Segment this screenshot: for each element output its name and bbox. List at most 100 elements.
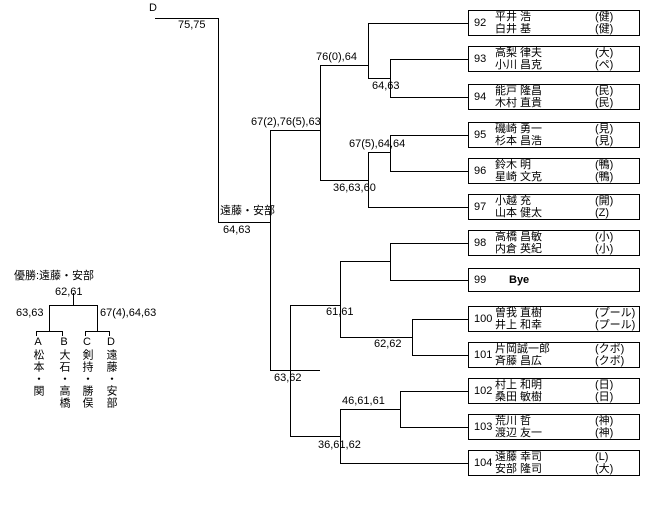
connector-line-v	[85, 331, 86, 336]
connector-line-v	[62, 331, 63, 336]
entry-number: 97	[474, 201, 487, 213]
player-row: 内倉 英紀(小)	[495, 243, 639, 255]
player-affiliation: (見)	[595, 135, 614, 147]
score-r1-100-101: 62,62	[374, 338, 402, 350]
connector-line-h	[340, 409, 400, 410]
player-row: 遠藤 幸司(L)	[495, 451, 639, 463]
player-name: 杉本 昌浩	[495, 135, 543, 147]
player-affiliation: (プール)	[595, 307, 636, 319]
player-name: 井上 和幸	[495, 319, 543, 331]
connector-line-h	[368, 23, 468, 24]
player-affiliation: (民)	[595, 85, 614, 97]
player-row: 小川 昌克 (ペ)	[495, 59, 639, 71]
summary-left-semi-score: 63,63	[16, 307, 44, 319]
connector-line-h	[368, 207, 468, 208]
player-affiliation: (クボ)	[595, 343, 625, 355]
summary-team-A: A松本・関	[32, 336, 44, 397]
player-name: 荒川 哲	[495, 415, 532, 427]
connector-line-h	[320, 180, 368, 181]
player-name: 斉藤 昌広	[495, 355, 543, 367]
player-affiliation: (ペ)	[595, 59, 614, 71]
connector-line-v	[368, 23, 369, 79]
player-name: 小川 昌克	[495, 59, 543, 71]
player-affiliation: (プール)	[595, 319, 636, 331]
player-row: 杉本 昌浩 (見)	[495, 135, 639, 147]
player-affiliation: (Z)	[595, 207, 610, 219]
player-name: 小越 充	[495, 195, 532, 207]
entry-body: 鈴木 明 (鴨)星崎 文克(鴨)	[495, 159, 639, 183]
player-row: 高橋 昌敏(小)	[495, 231, 639, 243]
player-affiliation: (小)	[595, 243, 614, 255]
entry-body: 小越 充 (開) 山本 健太 (Z)	[495, 195, 639, 219]
connector-line-h	[400, 391, 468, 392]
connector-line-h	[368, 78, 390, 79]
player-affiliation: (神)	[595, 415, 614, 427]
player-affiliation: (開)	[595, 195, 614, 207]
player-name: 白井 基	[495, 23, 532, 35]
player-affiliation: (健)	[595, 23, 614, 35]
player-row: 白井 基 (健)	[495, 23, 639, 35]
connector-line-h	[390, 135, 468, 136]
player-affiliation: (見)	[595, 123, 614, 135]
score-r1-102-103: 46,61,61	[342, 395, 385, 407]
bracket-entry-95: 95 磯崎 勇一 (見) 杉本 昌浩 (見)	[468, 122, 640, 148]
connector-line-h	[400, 427, 468, 428]
player-name: 高梨 律夫	[495, 47, 543, 59]
score-r2-92: 76(0),64	[316, 51, 357, 63]
player-row: 木村 直貴(民)	[495, 97, 639, 109]
connector-line-v	[49, 305, 50, 332]
entry-number: 94	[474, 91, 487, 103]
connector-line-h	[270, 130, 320, 131]
summary-team-D: D遠藤・安部	[105, 336, 117, 409]
connector-line-v	[270, 130, 271, 371]
entry-body: 曽我 直樹(プール)井上 和幸(プール)	[495, 307, 639, 331]
entry-number: 99	[474, 274, 487, 286]
connector-line-h	[412, 319, 468, 320]
player-row: 能戸 隆昌 (民)	[495, 85, 639, 97]
player-name: 鈴木 明	[495, 159, 532, 171]
champion-label: 優勝:遠藤・安部	[14, 270, 95, 282]
player-name: 磯崎 勇一	[495, 123, 543, 135]
player-row: 星崎 文克(鴨)	[495, 171, 639, 183]
connector-line-h	[390, 243, 468, 244]
connector-line-h	[218, 222, 270, 223]
entry-body: 磯崎 勇一 (見) 杉本 昌浩 (見)	[495, 123, 639, 147]
entry-number: 103	[474, 421, 493, 433]
connector-line-h	[390, 97, 468, 98]
entry-body: 高橋 昌敏(小)内倉 英紀(小)	[495, 231, 639, 255]
connector-line-v	[368, 152, 369, 208]
score-r1-93-94: 64,63	[372, 80, 400, 92]
player-affiliation: (L)	[595, 451, 609, 463]
player-affiliation: (神)	[595, 427, 614, 439]
entry-number: 100	[474, 313, 493, 325]
connector-line-h	[290, 305, 340, 306]
player-name: 山本 健太	[495, 207, 543, 219]
connector-line-h	[390, 171, 468, 172]
player-affiliation: (クボ)	[595, 355, 625, 367]
connector-line-v	[390, 59, 391, 98]
player-row: 磯崎 勇一 (見)	[495, 123, 639, 135]
player-affiliation: (日)	[595, 391, 614, 403]
entry-body: 能戸 隆昌 (民)木村 直貴(民)	[495, 85, 639, 109]
bracket-entry-94: 94 能戸 隆昌 (民)木村 直貴(民)	[468, 84, 640, 110]
player-row: 井上 和幸 (プール)	[495, 319, 639, 331]
connector-line-h	[290, 436, 340, 437]
entry-number: 102	[474, 385, 493, 397]
player-affiliation: (鴨)	[595, 171, 614, 183]
connector-line-h	[390, 280, 468, 281]
summary-team-C: C剣持・勝俣	[81, 336, 93, 409]
entry-body: 村上 和明(日)桑田 敏樹(日)	[495, 379, 639, 403]
player-name: 平井 浩	[495, 11, 532, 23]
player-name: 能戸 隆昌	[495, 85, 543, 97]
player-affiliation: (健)	[595, 11, 614, 23]
summary-final-score: 62,61	[55, 286, 83, 298]
entry-number: 95	[474, 129, 487, 141]
player-name: 高橋 昌敏	[495, 231, 543, 243]
connector-line-v	[218, 18, 219, 223]
